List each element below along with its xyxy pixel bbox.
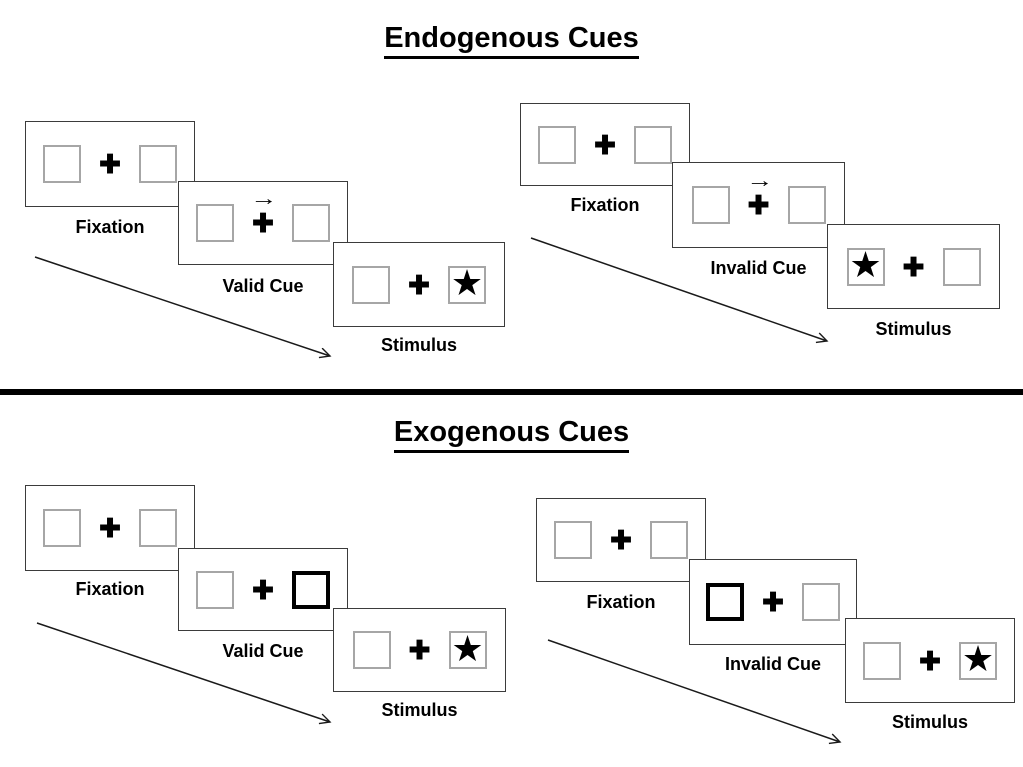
panel-label: Fixation [570, 195, 640, 215]
cross-wrap: ✚ [96, 150, 124, 178]
cross-wrap: ✚ [607, 526, 635, 554]
section-divider [0, 389, 1023, 395]
left-box-highlighted [706, 583, 744, 621]
endo-valid-cue-panel: → ✚ [178, 181, 348, 265]
right-box: ★ [448, 262, 486, 304]
fixation-cross-icon: ✚ [408, 635, 431, 665]
cross-wrap: ✚ [96, 514, 124, 542]
fixation-cross-icon: ✚ [610, 525, 632, 555]
left-box [352, 265, 390, 304]
star-icon: ★ [849, 244, 882, 285]
panel-label: Fixation [586, 592, 656, 612]
panel-label: Stimulus [380, 335, 457, 355]
cross-wrap: ✚ [405, 271, 433, 299]
right-box [787, 186, 826, 224]
fixation-cross-icon: ✚ [919, 645, 941, 676]
endogenous-section-title: Endogenous Cues [0, 22, 1023, 59]
endo-invalid-stimulus-panel: ★ ✚ [827, 224, 1000, 309]
right-box-highlighted [292, 570, 330, 609]
left-box [352, 631, 391, 669]
endo-invalid-timeline-arrow [530, 237, 827, 341]
right-box [292, 204, 330, 242]
cross-wrap: ✚ [916, 647, 944, 675]
fixation-cross-icon: ✚ [252, 208, 274, 238]
fixation-cross-icon: ✚ [99, 149, 121, 179]
right-box [942, 247, 981, 286]
cross-wrap: → ✚ [249, 189, 277, 238]
fixation-cross-icon: ✚ [99, 513, 121, 543]
endo-invalid-cue-panel: → ✚ [672, 162, 845, 248]
left-box: ★ [846, 244, 885, 286]
fixation-cross-icon: ✚ [594, 129, 616, 160]
exo-valid-cue-panel: ✚ [178, 548, 348, 631]
left-box [43, 509, 81, 547]
right-box [634, 125, 672, 164]
cross-wrap: ✚ [759, 588, 787, 616]
panel-label: Stimulus [875, 319, 952, 339]
left-box [196, 570, 234, 609]
cross-wrap: → ✚ [745, 171, 773, 220]
panel-label: Valid Cue [222, 641, 304, 661]
star-icon: ★ [451, 627, 484, 669]
exo-valid-fixation-panel: ✚ [25, 485, 195, 571]
left-box [691, 186, 730, 224]
left-box [196, 204, 234, 242]
right-box: ★ [959, 638, 997, 680]
cross-wrap: ✚ [900, 253, 928, 281]
cue-arrow-icon: → [250, 188, 278, 210]
left-box [863, 641, 901, 680]
endo-valid-fixation-panel: ✚ [25, 121, 195, 207]
exo-valid-stimulus-panel: ✚ ★ [333, 608, 506, 692]
panel-label: Valid Cue [222, 276, 304, 296]
cross-wrap: ✚ [591, 131, 619, 159]
panel-label: Fixation [75, 579, 145, 599]
fixation-cross-icon: ✚ [762, 587, 784, 617]
cross-wrap: ✚ [249, 576, 277, 604]
fixation-cross-icon: ✚ [252, 574, 274, 605]
cross-wrap: ✚ [406, 636, 434, 664]
panel-label: Invalid Cue [710, 258, 807, 278]
star-icon: ★ [961, 638, 995, 679]
left-box [43, 145, 81, 183]
right-box: ★ [448, 627, 487, 669]
panel-label: Stimulus [381, 700, 458, 720]
right-box [802, 583, 840, 621]
left-box [538, 125, 576, 164]
cue-arrow-icon: → [745, 170, 773, 192]
panel-label: Fixation [75, 217, 145, 237]
panel-label: Stimulus [891, 712, 968, 732]
fixation-cross-icon: ✚ [902, 251, 925, 282]
right-box [139, 509, 177, 547]
left-box [554, 521, 592, 559]
fixation-cross-icon: ✚ [747, 190, 770, 220]
exo-valid-timeline-arrow [36, 622, 330, 722]
endo-invalid-fixation-panel: ✚ [520, 103, 690, 186]
exogenous-section-title: Exogenous Cues [0, 416, 1023, 453]
right-box [650, 521, 688, 559]
star-icon: ★ [450, 262, 484, 303]
exo-invalid-stimulus-panel: ✚ ★ [845, 618, 1015, 703]
exo-invalid-cue-panel: ✚ [689, 559, 857, 645]
panel-label: Invalid Cue [724, 654, 822, 674]
fixation-cross-icon: ✚ [408, 269, 430, 300]
endo-valid-timeline-arrow [34, 256, 330, 356]
right-box [139, 145, 177, 183]
exo-invalid-fixation-panel: ✚ [536, 498, 706, 582]
endo-valid-stimulus-panel: ✚ ★ [333, 242, 505, 327]
